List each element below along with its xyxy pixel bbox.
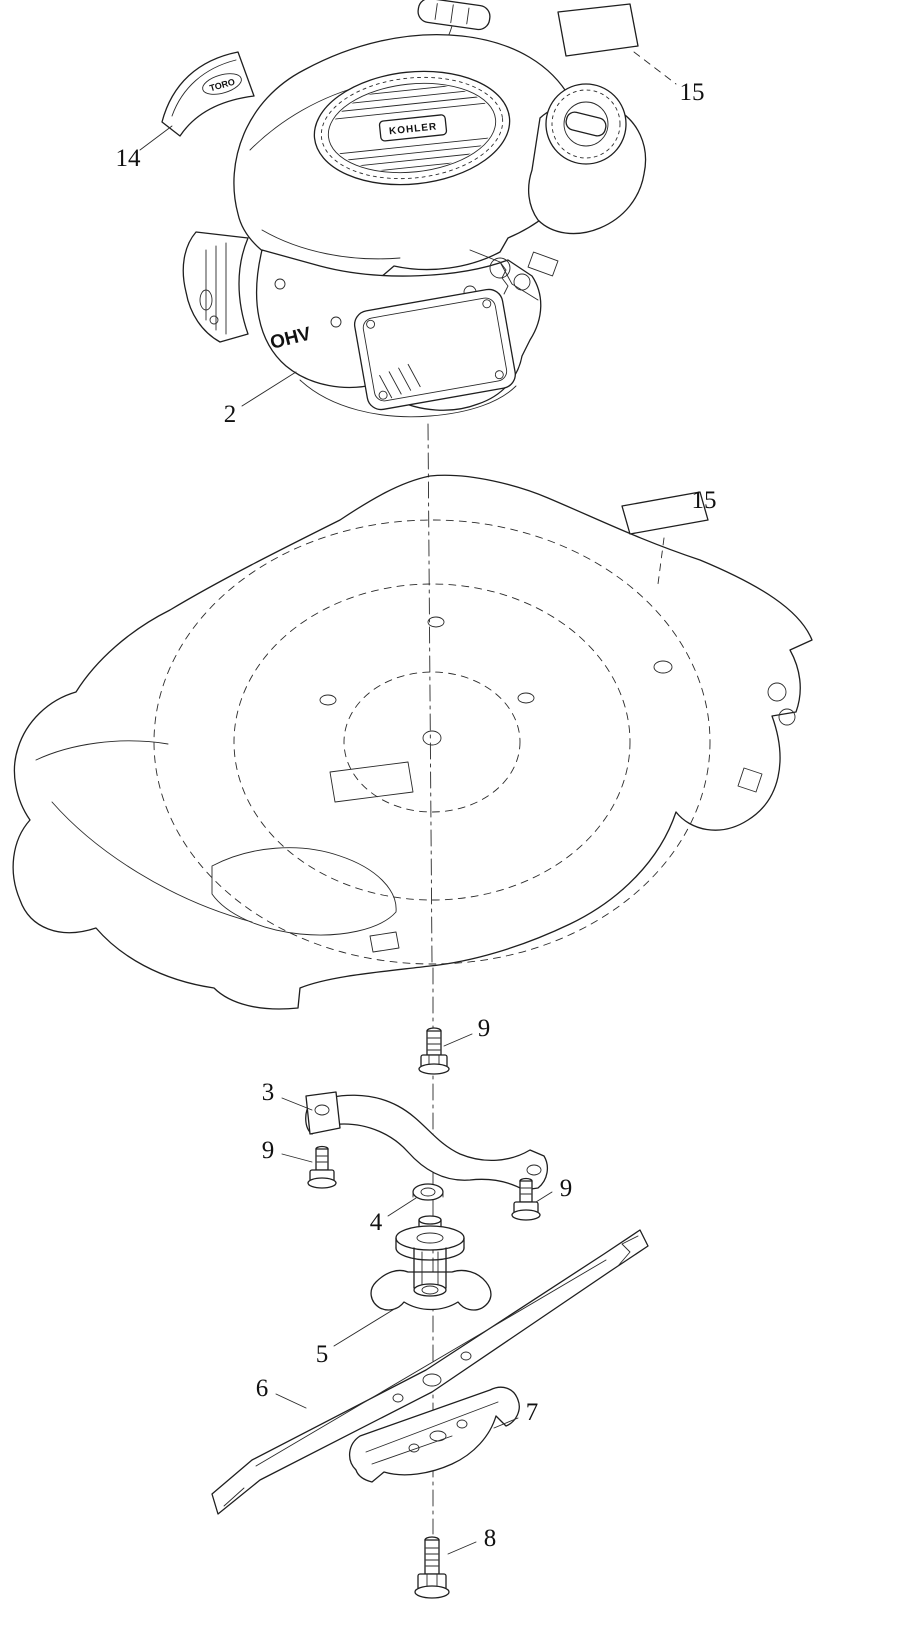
- bolt-9-right: [511, 1177, 541, 1221]
- callout-7: 7: [526, 1399, 539, 1426]
- bolt-9-top: [418, 1027, 450, 1075]
- engine-assembly: KOHLER OHV: [182, 0, 647, 418]
- callout-6: 6: [256, 1375, 269, 1402]
- callout-9-top: 9: [478, 1015, 491, 1042]
- callout-9-right: 9: [560, 1175, 573, 1202]
- toro-decal: TORO: [161, 51, 255, 137]
- washer-4: [412, 1183, 444, 1201]
- callout-2: 2: [224, 401, 237, 428]
- recoil-handle: [417, 0, 491, 31]
- callout-labels: 14 15 2 15 9 3 9 9 4 5 6 7 8: [116, 79, 717, 1552]
- blade-driver-5: [370, 1215, 492, 1311]
- blade-accelerator-7: [349, 1386, 520, 1483]
- cylinder-shroud: [182, 231, 249, 343]
- carburetor-linkage: [463, 249, 559, 301]
- callout-14: 14: [116, 145, 142, 172]
- callout-15-top: 15: [680, 79, 705, 106]
- kohler-logo-text: KOHLER: [389, 121, 438, 137]
- muffler: [353, 288, 516, 411]
- mower-deck: [12, 474, 813, 1010]
- deck-decal: [621, 491, 709, 585]
- bolt-9-left: [307, 1145, 337, 1189]
- leader-lines: [139, 125, 553, 1555]
- deck-center-hole: [422, 730, 442, 746]
- engine-decal: [557, 3, 677, 85]
- callout-15-deck: 15: [692, 487, 717, 514]
- callout-5: 5: [316, 1341, 329, 1368]
- brace-bracket-3: [305, 1091, 549, 1191]
- callout-3: 3: [262, 1079, 275, 1106]
- blade-bolt-8: [414, 1536, 450, 1599]
- callout-9-left: 9: [262, 1137, 275, 1164]
- blade-6: [211, 1229, 649, 1515]
- engine-grille: KOHLER: [313, 70, 511, 186]
- fuel-cap: [545, 83, 627, 165]
- callout-8: 8: [484, 1525, 497, 1552]
- callout-4: 4: [370, 1209, 383, 1236]
